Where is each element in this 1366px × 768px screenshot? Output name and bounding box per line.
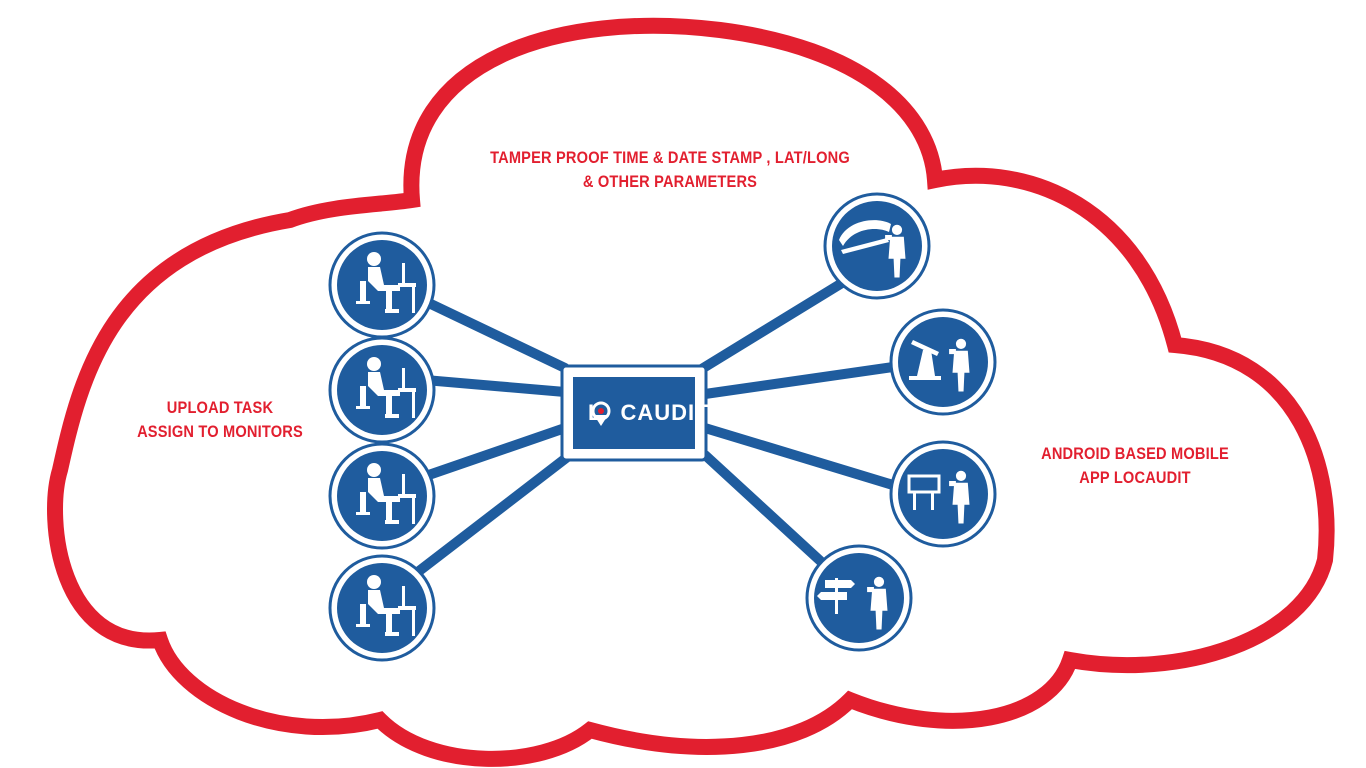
left-nodes: [328, 231, 436, 662]
connector-left-4: [405, 450, 575, 583]
right-nodes: [805, 192, 997, 652]
connector-left-1: [407, 290, 570, 373]
connector-left-2: [420, 375, 570, 397]
connectors: [405, 278, 898, 583]
office-worker-node-3: [328, 442, 436, 550]
connector-right-1: [695, 278, 847, 375]
connector-right-2: [700, 362, 898, 399]
caption-left: UPLOAD TASK ASSIGN TO MONITORS: [134, 396, 306, 444]
caption-top-line-1: TAMPER PROOF TIME & DATE STAMP , LAT/LON…: [490, 148, 850, 167]
oil-pump-photographer-icon: [909, 338, 970, 392]
caption-top: TAMPER PROOF TIME & DATE STAMP , LAT/LON…: [472, 146, 868, 194]
caption-top-line-2: & OTHER PARAMETERS: [582, 172, 758, 191]
connector-right-3: [700, 423, 898, 490]
connector-left-3: [415, 423, 570, 483]
signpost-photographer-node: [805, 544, 913, 652]
oil-pump-photographer-node: [889, 308, 997, 416]
train-photographer-node: [823, 192, 931, 300]
train-photographer-icon: [839, 220, 906, 278]
caption-left-line-1: UPLOAD TASK: [166, 398, 274, 417]
connector-right-4: [700, 450, 833, 573]
caption-right-line-2: APP LOCAUDIT: [1079, 468, 1191, 487]
office-worker-node-1: [328, 231, 436, 339]
signpost-photographer-icon: [817, 576, 888, 630]
location-pin-icon: [591, 401, 611, 426]
caption-right-line-1: ANDROID BASED MOBILE: [1041, 444, 1229, 463]
billboard-photographer-icon: [907, 470, 970, 524]
office-worker-node-2: [328, 336, 436, 444]
billboard-photographer-node: [889, 440, 997, 548]
caption-right: ANDROID BASED MOBILE APP LOCAUDIT: [1028, 442, 1243, 490]
caption-left-line-2: ASSIGN TO MONITORS: [137, 422, 303, 441]
office-worker-node-4: [328, 554, 436, 662]
